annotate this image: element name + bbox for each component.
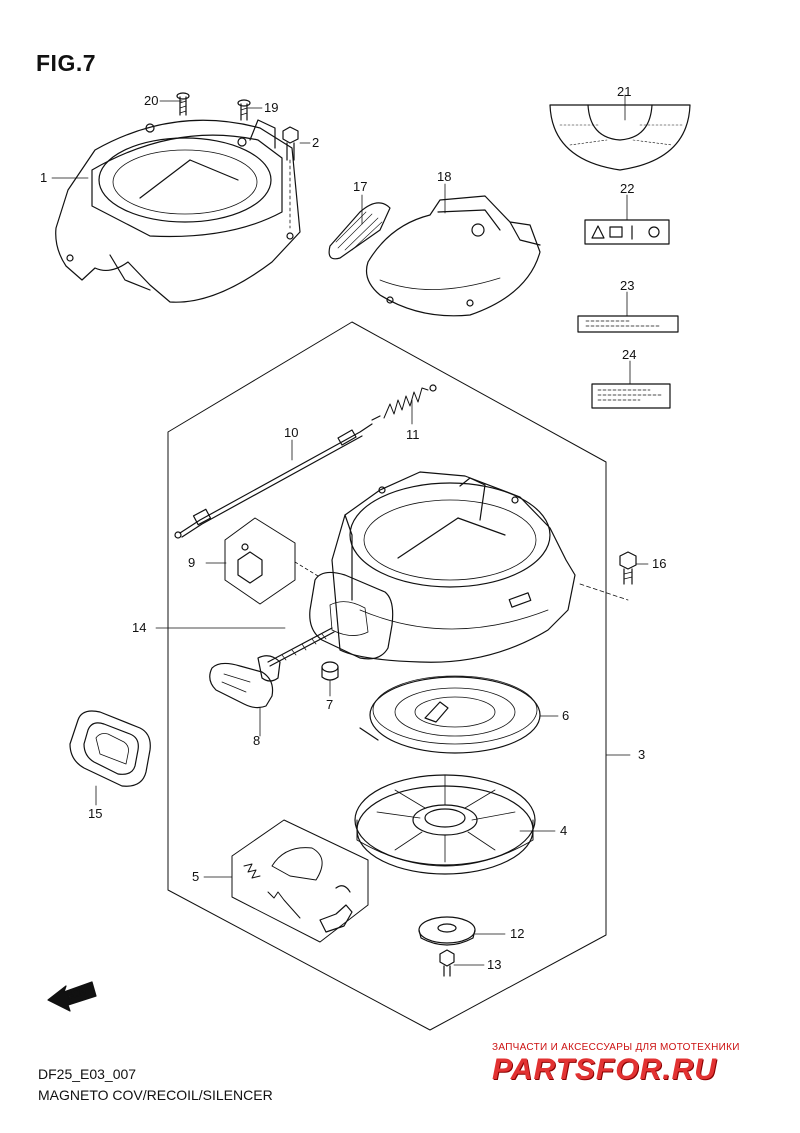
part-23-label bbox=[577, 315, 679, 333]
figure-title: FIG.7 bbox=[36, 50, 97, 76]
part-12-drive-plate bbox=[418, 916, 476, 946]
part-16-bolt bbox=[619, 551, 637, 585]
part-8-handle bbox=[209, 655, 281, 709]
part-17-intake-grille bbox=[328, 202, 391, 260]
part-10-cable bbox=[174, 423, 373, 539]
part-2-bolt bbox=[282, 126, 299, 229]
callout-1: 1 bbox=[40, 170, 48, 185]
part-4-reel bbox=[354, 774, 536, 875]
callout-14: 14 bbox=[132, 620, 147, 635]
callout-10: 10 bbox=[284, 425, 299, 440]
part-21-decal bbox=[549, 104, 691, 171]
callout-15: 15 bbox=[88, 806, 103, 821]
fwd-arrow-icon: FWD bbox=[47, 981, 97, 1012]
callout-16: 16 bbox=[652, 556, 667, 571]
part-15-grommet bbox=[69, 710, 151, 787]
callout-6: 6 bbox=[562, 708, 570, 723]
part-6-recoil-spring bbox=[359, 675, 541, 754]
part-1-magneto-cover bbox=[55, 119, 301, 303]
part-20-screw bbox=[176, 92, 190, 116]
leader-lines bbox=[51, 94, 649, 966]
part-5-pawl-kit bbox=[231, 819, 369, 943]
part-11-spring bbox=[371, 384, 437, 421]
callout-21: 21 bbox=[617, 84, 632, 99]
callout-19: 19 bbox=[264, 100, 279, 115]
part-19-screw bbox=[237, 99, 251, 121]
part-22-warning-label bbox=[584, 219, 670, 245]
callout-3: 3 bbox=[638, 747, 646, 762]
watermark-tagline: ЗАПЧАСТИ И АКСЕССУАРЫ ДЛЯ МОТОТЕХНИКИ bbox=[492, 1042, 740, 1053]
callout-5: 5 bbox=[192, 869, 200, 884]
callout-13: 13 bbox=[487, 957, 502, 972]
callout-20: 20 bbox=[144, 93, 159, 108]
callout-4: 4 bbox=[560, 823, 568, 838]
callout-12: 12 bbox=[510, 926, 525, 941]
callout-8: 8 bbox=[253, 733, 261, 748]
callout-18: 18 bbox=[437, 169, 452, 184]
starter-grip-housing bbox=[309, 571, 629, 660]
callout-24: 24 bbox=[622, 347, 637, 362]
diagram-code: DF25_E03_007 bbox=[38, 1066, 137, 1082]
callout-9: 9 bbox=[188, 555, 196, 570]
callout-17: 17 bbox=[353, 179, 368, 194]
part-18-silencer bbox=[365, 195, 541, 317]
diagram-caption: MAGNETO COV/RECOIL/SILENCER bbox=[38, 1087, 273, 1103]
part-14-rope bbox=[267, 627, 335, 667]
part-3-recoil-housing bbox=[331, 471, 576, 663]
watermark-logo: PARTSFOR.RU bbox=[492, 1053, 717, 1086]
callout-7: 7 bbox=[326, 697, 334, 712]
part-9-bracket bbox=[224, 517, 319, 605]
part-24-label bbox=[591, 383, 671, 409]
part-7-spacer bbox=[321, 661, 339, 681]
callout-11: 11 bbox=[406, 427, 420, 442]
assembly-outline bbox=[167, 321, 607, 1031]
part-13-bolt bbox=[439, 949, 455, 977]
callout-2: 2 bbox=[312, 135, 320, 150]
callout-22: 22 bbox=[620, 181, 635, 196]
callout-23: 23 bbox=[620, 278, 635, 293]
